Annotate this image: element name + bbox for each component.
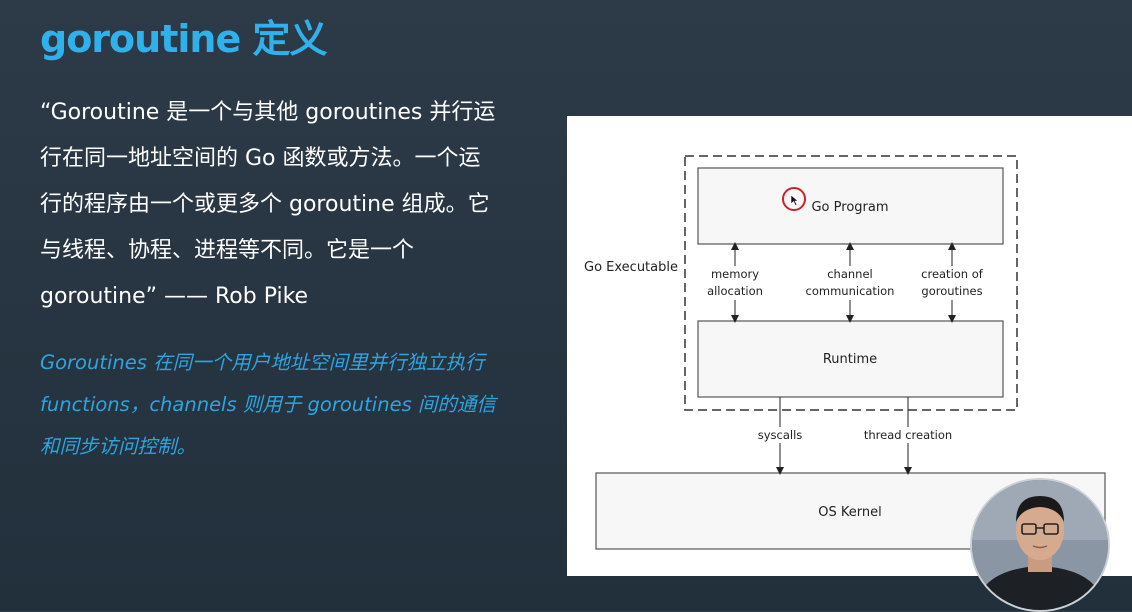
channel-label-1: channel bbox=[827, 267, 873, 281]
slide-title: goroutine 定义 bbox=[40, 17, 327, 61]
runtime-label: Runtime bbox=[823, 352, 877, 367]
memory-label-1: memory bbox=[711, 267, 759, 281]
note-line: Goroutines 在同一个用户地址空间里并行独立执行 bbox=[40, 351, 485, 374]
runtime-box bbox=[697, 320, 1004, 398]
quote-block: “Goroutine 是一个与其他 goroutines 并行运 行在同一地址空… bbox=[40, 102, 555, 332]
memory-label-2: allocation bbox=[707, 284, 763, 298]
channel-label-2: communication bbox=[806, 284, 895, 298]
mouse-cursor-icon bbox=[790, 194, 799, 206]
thread-creation-label: thread creation bbox=[864, 428, 952, 442]
creation-label-2: goroutines bbox=[921, 284, 982, 298]
cursor-highlight bbox=[782, 187, 806, 211]
diagram-canvas: Go Executable Go Program Runtime OS Kern… bbox=[581, 155, 1106, 550]
note-line: functions，channels 则用于 goroutines 间的通信 bbox=[40, 393, 496, 416]
architecture-diagram: Go Executable Go Program Runtime OS Kern… bbox=[567, 116, 1132, 576]
go-program-label: Go Program bbox=[811, 200, 888, 215]
go-executable-boundary bbox=[684, 155, 1018, 411]
quote-line: 行在同一地址空间的 Go 函数或方法。一个运 bbox=[40, 146, 481, 171]
quote-line: “Goroutine 是一个与其他 goroutines 并行运 bbox=[40, 100, 496, 125]
quote-line: 与线程、协程、进程等不同。它是一个 bbox=[40, 238, 415, 263]
note-block: Goroutines 在同一个用户地址空间里并行独立执行 functions，c… bbox=[40, 346, 560, 472]
presenter-webcam bbox=[970, 478, 1110, 612]
creation-label-1: creation of bbox=[921, 267, 984, 281]
syscalls-label: syscalls bbox=[758, 428, 803, 442]
note-line: 和同步访问控制。 bbox=[40, 435, 197, 458]
os-kernel-label: OS Kernel bbox=[818, 505, 881, 520]
quote-line: goroutine” —— Rob Pike bbox=[40, 284, 309, 309]
go-program-box bbox=[697, 167, 1004, 245]
quote-line: 行的程序由一个或更多个 goroutine 组成。它 bbox=[40, 192, 490, 217]
go-executable-label: Go Executable bbox=[584, 260, 678, 275]
